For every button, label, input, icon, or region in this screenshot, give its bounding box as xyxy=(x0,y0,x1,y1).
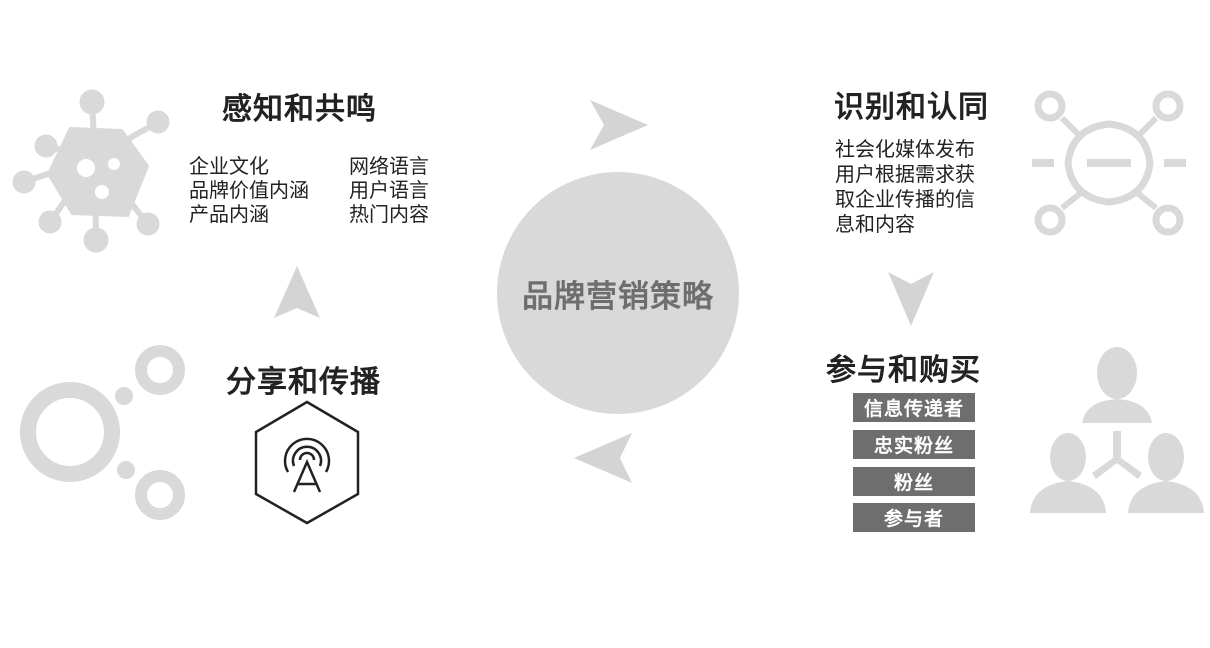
list-item: 产品内涵 xyxy=(189,202,269,226)
broadcast-tower-hexagon-icon xyxy=(254,400,360,525)
center-label: 品牌营销策略 xyxy=(522,278,714,315)
text-line: 用户根据需求获 xyxy=(835,162,975,186)
perception-title: 感知和共鸣 xyxy=(222,92,377,127)
list-item: 网络语言 xyxy=(349,154,429,178)
circles-icon xyxy=(20,345,185,520)
role-badge: 信息传递者 xyxy=(853,393,975,422)
perception-list-left: 企业文化 品牌价值内涵 产品内涵 xyxy=(189,154,309,226)
arrow-left-icon xyxy=(574,433,632,483)
list-item: 用户语言 xyxy=(349,178,429,202)
recognition-text: 社会化媒体发布 用户根据需求获 取企业传播的信 息和内容 xyxy=(835,137,995,237)
recognition-title: 识别和认同 xyxy=(834,90,989,125)
sharing-title: 分享和传播 xyxy=(226,365,381,400)
participation-title: 参与和购买 xyxy=(826,353,981,388)
list-item: 企业文化 xyxy=(189,154,269,178)
role-badge: 参与者 xyxy=(853,503,975,532)
arrow-down-icon xyxy=(888,272,934,326)
robot-face-icon xyxy=(1032,90,1186,236)
list-item: 品牌价值内涵 xyxy=(189,178,309,202)
arrow-right-icon xyxy=(590,100,648,150)
text-line: 取企业传播的信 xyxy=(835,187,975,211)
perception-list-right: 网络语言 用户语言 热门内容 xyxy=(349,154,429,226)
arrow-up-icon xyxy=(274,266,320,318)
role-badge: 忠实粉丝 xyxy=(853,430,975,459)
text-line: 息和内容 xyxy=(835,212,915,236)
text-line: 社会化媒体发布 xyxy=(835,137,975,161)
virus-network-icon xyxy=(12,89,170,253)
list-item: 热门内容 xyxy=(349,202,429,226)
center-circle: 品牌营销策略 xyxy=(497,172,739,414)
role-badge: 粉丝 xyxy=(853,467,975,496)
people-hierarchy-icon xyxy=(1030,347,1204,513)
